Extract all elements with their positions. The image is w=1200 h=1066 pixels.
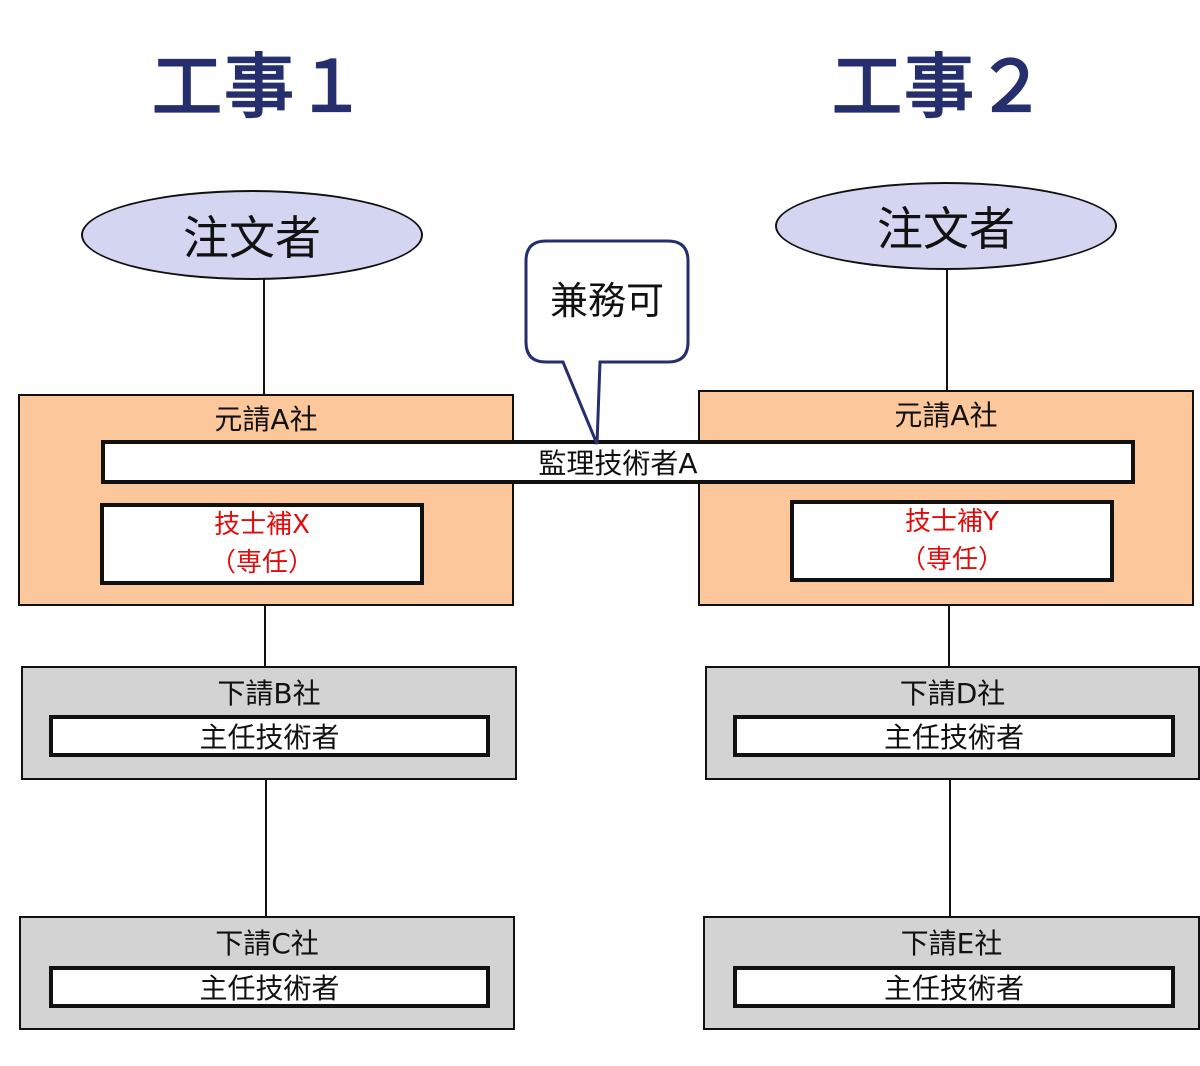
chief-engineer-b-label: 主任技術者 <box>199 721 340 754</box>
chief-engineer-e-label: 主任技術者 <box>883 972 1024 1005</box>
chief-engineer-d-label: 主任技術者 <box>883 721 1024 754</box>
prime-contractor-2-label: 元請A社 <box>894 399 998 432</box>
chief-engineer-box-c: 主任技術者 <box>49 966 490 1008</box>
subcontractor-e-label: 下請E社 <box>900 927 1003 960</box>
assistant-engineer-box-2: 技士補Y （専任） <box>790 500 1114 582</box>
client-node-2-label: 注文者 <box>877 202 1015 256</box>
chief-engineer-box-b: 主任技術者 <box>49 715 490 757</box>
connector-client1-prime <box>263 278 265 395</box>
subcontractor-b-label: 下請B社 <box>217 677 321 710</box>
connector-sub-b-sub-c <box>265 778 267 918</box>
subcontractor-c-label: 下請C社 <box>215 927 319 960</box>
callout-text: 兼務可 <box>549 279 664 323</box>
connector-sub-d-sub-e <box>949 778 951 918</box>
assistant-engineer-1-status: （専任） <box>209 548 314 578</box>
connector-client2-prime <box>946 268 948 391</box>
chief-engineer-box-e: 主任技術者 <box>733 966 1175 1008</box>
client-node-2: 注文者 <box>775 182 1117 270</box>
subcontractor-d-label: 下請D社 <box>899 677 1006 710</box>
connector-prime-sub-d <box>948 604 950 668</box>
project2-title: 工事２ <box>832 46 1048 128</box>
connector-prime-sub-b <box>264 604 266 668</box>
chief-engineer-box-d: 主任技術者 <box>733 715 1175 757</box>
prime-contractor-1-label: 元請A社 <box>214 403 318 436</box>
supervising-engineer-label: 監理技術者A <box>538 447 698 480</box>
assistant-engineer-box-1: 技士補X （専任） <box>100 503 424 585</box>
assistant-engineer-1-name: 技士補X <box>214 510 310 540</box>
project1-title: 工事１ <box>152 46 368 128</box>
client-node-1: 注文者 <box>81 190 423 280</box>
assistant-engineer-2-name: 技士補Y <box>905 507 999 537</box>
client-node-1-label: 注文者 <box>183 211 321 265</box>
chief-engineer-c-label: 主任技術者 <box>199 972 340 1005</box>
assistant-engineer-2-status: （専任） <box>899 545 1004 575</box>
supervising-engineer-bar: 監理技術者A <box>101 440 1135 484</box>
callout-bubble-shape <box>524 239 690 445</box>
